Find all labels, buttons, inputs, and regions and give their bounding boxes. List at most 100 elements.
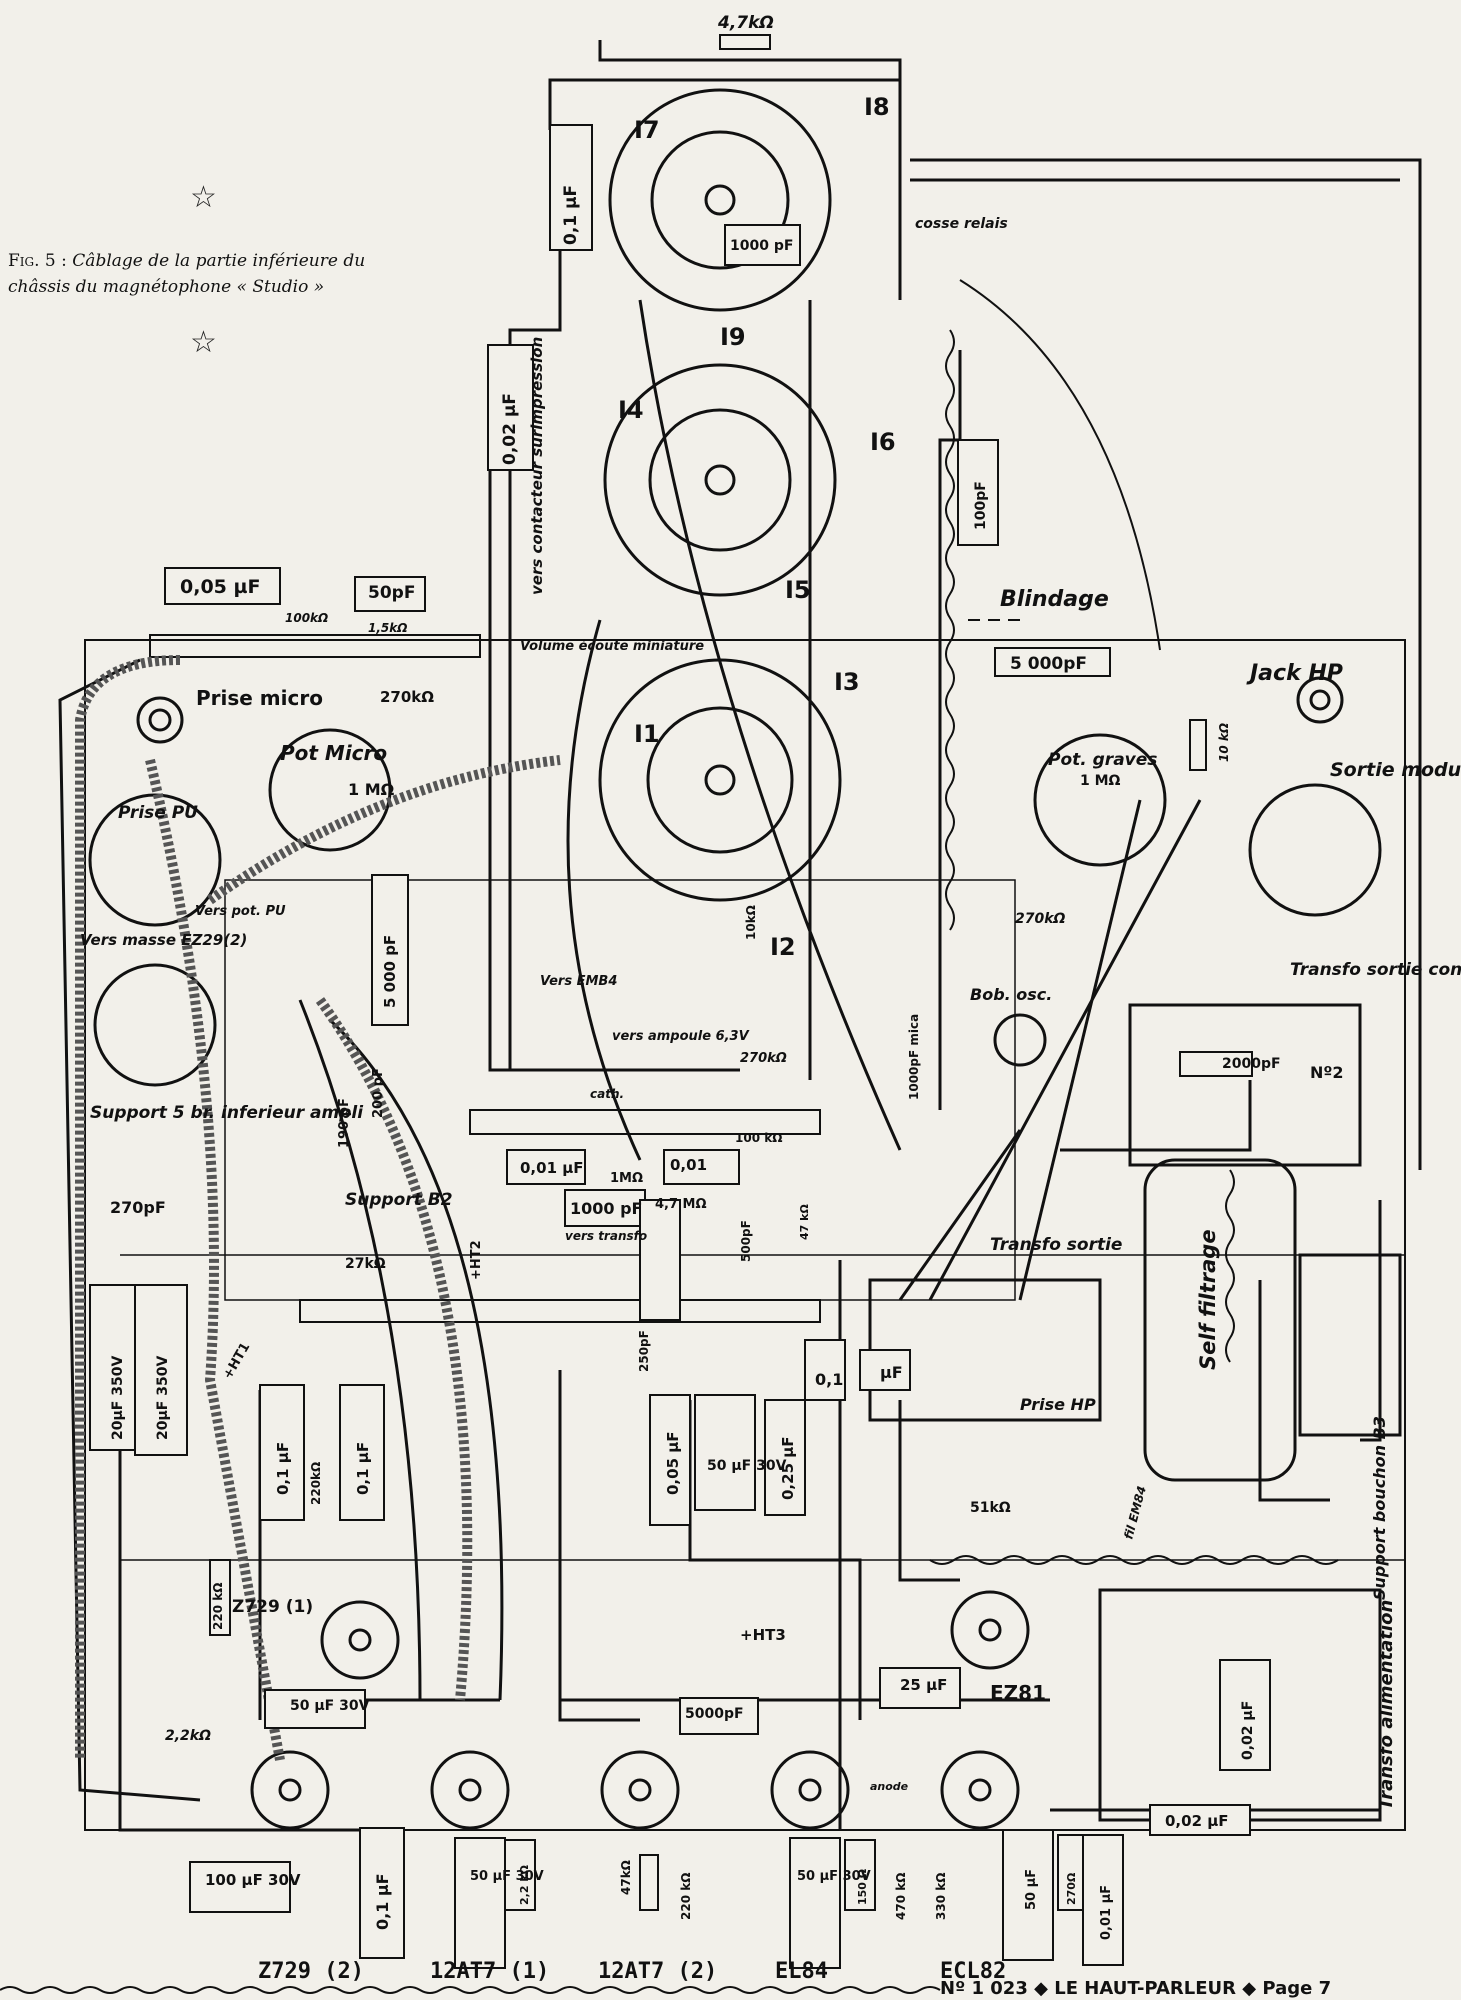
figure-caption-text: Câblage de la partie inférieure du châss… <box>8 251 366 297</box>
label-i2: I2 <box>770 933 796 961</box>
label-prise-pu: Prise PU <box>118 803 198 823</box>
component-boxes <box>89 34 1271 1969</box>
label-r-47m: 4,7 MΩ <box>655 1197 707 1212</box>
label-r-47k: 4,7kΩ <box>717 13 774 33</box>
label-vers-transfo: vers transfo <box>565 1229 647 1243</box>
transfo-sortie-controle <box>1128 1003 1362 1167</box>
star-ornament: ☆ <box>190 180 217 215</box>
label-vers-pot-pu: Vers pot. PU <box>195 904 286 919</box>
label-c-005uf-b: 0,05 µF <box>664 1431 682 1495</box>
chassis-outline <box>84 639 1406 1831</box>
label-c-25uf: 25 µF <box>900 1676 947 1694</box>
label-c-270pf: 270pF <box>110 1198 166 1217</box>
label-c-500pf: 500pF <box>739 1220 753 1262</box>
wavy-divider <box>0 1986 941 1994</box>
label-i9: I9 <box>720 323 746 351</box>
tube-label: ECL82 <box>940 1959 1006 1984</box>
tag-strip-top <box>149 634 481 658</box>
label-c-001uf-b: 0,01 <box>670 1156 707 1174</box>
label-self-filtrage: Self filtrage <box>1196 1229 1220 1370</box>
rotary-switch-bottom <box>598 658 842 902</box>
label-r-22k-b: 2,2 kΩ <box>518 1864 531 1905</box>
label-ht1: +HT1 <box>220 1340 253 1382</box>
label-cath: cath. <box>590 1087 624 1101</box>
label-c-50uf-30v-b: 50 µF 30V <box>290 1698 370 1714</box>
label-volume: Volume écoute miniature <box>520 639 704 654</box>
tag-strip-lower <box>299 1299 821 1323</box>
label-blindage: Blindage <box>1000 587 1109 612</box>
twisted-pairs <box>929 329 1339 1565</box>
label-c-01uf-c: 0,1 µF <box>354 1442 372 1495</box>
label-z729-1: Z729 (1) <box>232 1597 313 1617</box>
label-c-1000pf-b: 1000 pF <box>570 1199 642 1218</box>
label-r-51k: 51kΩ <box>970 1500 1011 1516</box>
label-r-270: 270Ω <box>1065 1872 1078 1905</box>
label-ez81: EZ81 <box>990 1681 1046 1705</box>
label-i4: I4 <box>618 396 644 424</box>
label-c-100uf: 100 µF 30V <box>205 1871 301 1889</box>
label-c-100pf: 100pF <box>973 481 989 530</box>
tube-label: EL84 <box>775 1959 828 1984</box>
label-r-270k-b: 270kΩ <box>1015 911 1066 927</box>
tube-label: 12AT7 (1) <box>430 1959 549 1984</box>
page-footer: Nº 1 023 ◆ LE HAUT-PARLEUR ◆ Page 7 <box>940 1978 1332 1999</box>
label-c-005uf: 0,05 µF <box>180 576 260 598</box>
label-c-002uf-c: 0,02 µF <box>1165 1812 1229 1830</box>
label-c-50uf-a: 50 µF 30V <box>470 1869 544 1884</box>
component-labels: 4,7kΩ I7 I8 0,1 µF 1000 pF cosse relais … <box>80 13 1461 1940</box>
label-pot-micro: Pot Micro <box>280 741 387 765</box>
label-c-50uf-b: 50 µF 30V <box>797 1869 871 1884</box>
label-n2: Nº2 <box>1310 1063 1344 1082</box>
label-ht2: +HT2 <box>469 1240 484 1280</box>
label-support-b2: Support B2 <box>345 1190 453 1210</box>
label-r-470k: 470 kΩ <box>894 1873 908 1920</box>
label-c-01uf-b: 0,1 µF <box>274 1442 292 1495</box>
tube-label: 12AT7 (2) <box>598 1959 717 1984</box>
label-r-330k: 330 kΩ <box>934 1873 948 1920</box>
label-vers-emb4: Vers EMB4 <box>540 974 617 989</box>
label-vers-contacteur: vers contacteur surimpression <box>528 337 546 595</box>
support-bouchon-b3 <box>1298 1253 1402 1437</box>
tube-socket-el84 <box>770 1750 850 1830</box>
label-c-5000pf-b: 5 000 pF <box>381 935 399 1008</box>
label-c-50uf-30v: 50 µF 30V <box>707 1458 787 1474</box>
star-ornament: ☆ <box>190 325 217 360</box>
label-transfo-alim: Transfo alimentation <box>1376 1600 1397 1810</box>
label-pot-graves-val: 1 MΩ <box>1080 773 1121 789</box>
tube-socket-ez81 <box>950 1590 1030 1670</box>
prise-micro-socket <box>136 696 184 744</box>
label-i1: I1 <box>634 720 660 748</box>
label-r-27k: 27kΩ <box>345 1256 386 1272</box>
label-c-002uf-b: 0,02 µF <box>1240 1701 1256 1760</box>
label-jack-hp: Jack HP <box>1246 661 1343 686</box>
prise-pu-socket <box>88 793 222 927</box>
figure-number: Fig. 5 : <box>8 251 67 271</box>
figure-caption: Fig. 5 : Câblage de la partie inférieure… <box>8 248 408 300</box>
label-r-10k-b: 10kΩ <box>744 905 758 940</box>
label-transfo-sortie: Transfo sortie <box>990 1235 1122 1255</box>
label-r-220k-c: 220 kΩ <box>679 1873 693 1920</box>
pot-graves <box>1033 733 1167 867</box>
label-c-uf: µF <box>880 1363 903 1382</box>
label-c-01uf-d: 0,1 µF <box>373 1873 392 1930</box>
label-ht3: +HT3 <box>740 1626 786 1644</box>
label-c-190pf: 190 pF <box>337 1098 352 1148</box>
blindage-arc <box>959 279 1161 651</box>
label-r-270k-a: 270kΩ <box>380 688 434 706</box>
label-sortie-modulat: Sortie modulat. <box>1330 759 1461 781</box>
label-r-220k-b: 220 kΩ <box>211 1583 225 1630</box>
label-pot-micro-val: 1 MΩ <box>348 780 395 799</box>
label-c-001uf: 0,01 µF <box>520 1159 584 1177</box>
label-r-150: 150 Ω <box>856 1868 869 1905</box>
label-r-47k-b: 47 kΩ <box>798 1204 811 1240</box>
label-r-10k: 10 kΩ <box>1217 723 1231 762</box>
label-c-01uf: 0,1 µF <box>561 185 581 245</box>
label-support-b3: Support bouchon B3 <box>1370 1416 1389 1600</box>
shielded-cables <box>75 655 561 1761</box>
self-filtrage <box>1143 1158 1297 1482</box>
label-c-1000pf: 1000 pF <box>730 238 793 254</box>
label-i7: I7 <box>634 116 660 144</box>
label-transfo-sortie-controle: Transfo sortie contrôle <box>1290 960 1461 980</box>
label-i8: I8 <box>864 93 890 121</box>
